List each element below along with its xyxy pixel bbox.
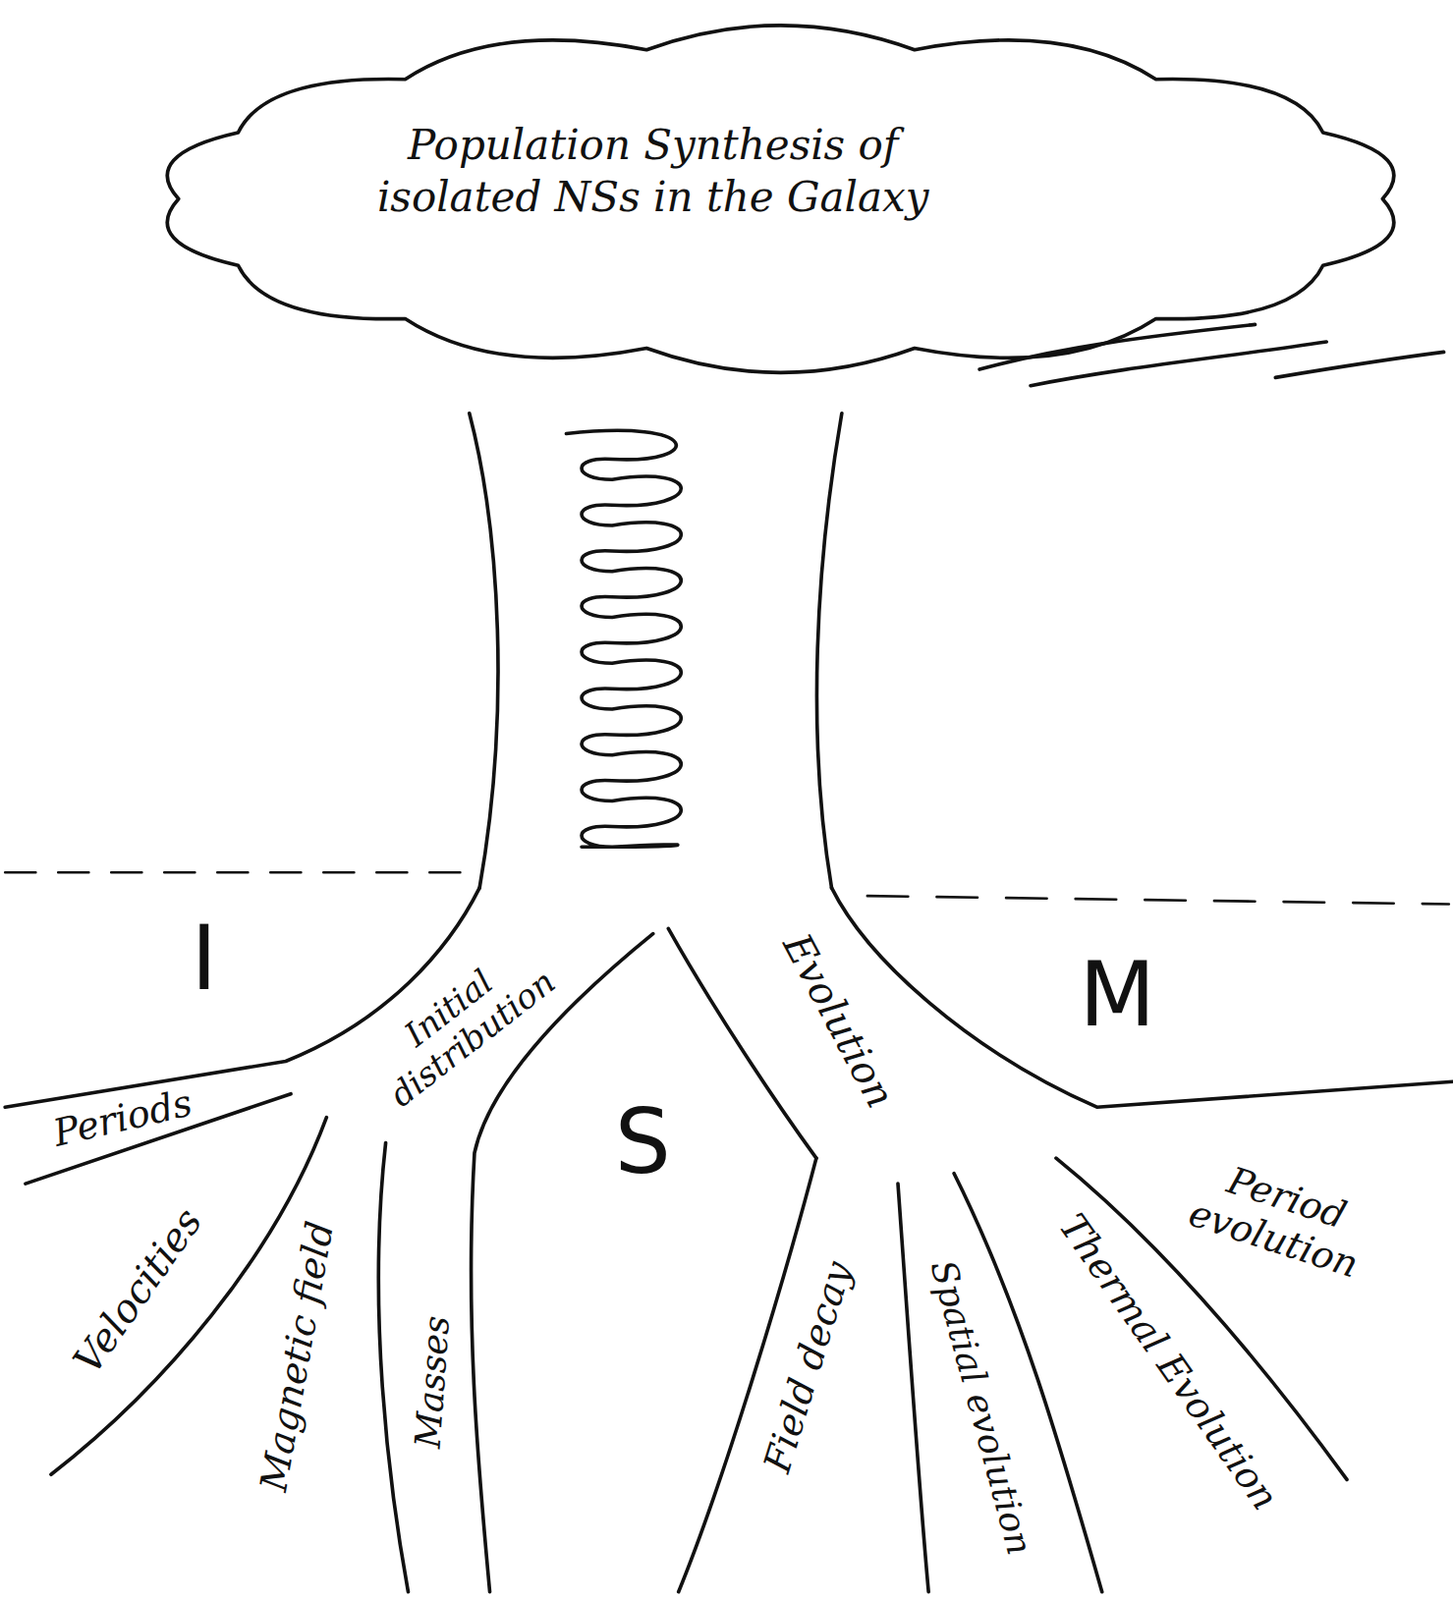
- root-label: Masses: [407, 1315, 458, 1452]
- cloud-stroke: [979, 324, 1255, 370]
- root-line: [378, 1143, 408, 1593]
- root-line: [897, 1183, 929, 1593]
- root-label: Velocities: [64, 1199, 212, 1382]
- spring-coil: [565, 430, 681, 847]
- cloud-outline: [167, 25, 1395, 373]
- root-label: Spatial evolution: [922, 1256, 1041, 1561]
- cloud-stroke: [1275, 351, 1444, 378]
- cloud-stroke: [1030, 341, 1327, 387]
- trunk-line: [816, 413, 841, 889]
- region-letter: I: [190, 908, 218, 1011]
- ground-line: [4, 871, 464, 875]
- root-line: [831, 888, 1453, 1108]
- root-label: Field decay: [755, 1256, 861, 1478]
- branch-label: Initial distribution: [336, 914, 586, 1132]
- trunk-line: [469, 413, 499, 889]
- root-label: Periods: [49, 1082, 197, 1157]
- root-label: Period evolution: [1155, 1142, 1405, 1297]
- root-label: Magnetic field: [253, 1219, 343, 1496]
- cloud-crown: Population Synthesis of isolated NSs in …: [367, 113, 940, 233]
- region-letter: S: [614, 1092, 671, 1195]
- ground-line: [867, 895, 1450, 904]
- crown-text: Population Synthesis of isolated NSs in …: [373, 119, 934, 224]
- region-letter: M: [1078, 944, 1156, 1047]
- branch-label: Evolution: [774, 926, 903, 1116]
